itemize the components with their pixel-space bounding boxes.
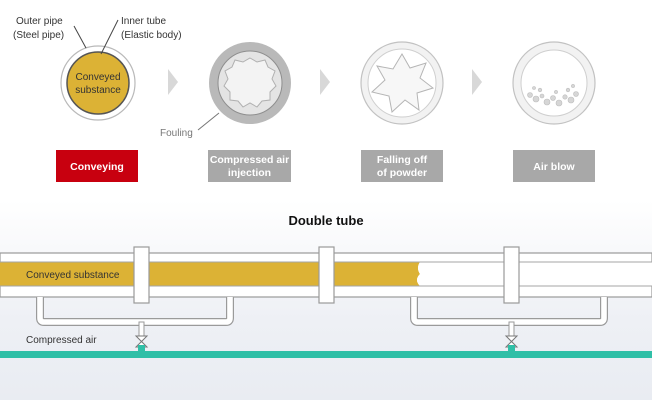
chevron-right-icon (472, 69, 482, 95)
pipe-flange (318, 246, 335, 304)
pipe-flange (503, 246, 520, 304)
cross-section-air-injection: Fouling (160, 42, 291, 139)
chevron-right-icon (168, 69, 178, 95)
step-label-line2: injection (228, 167, 271, 179)
cross-section-falling-off (360, 41, 444, 125)
fouling-leader (197, 112, 220, 131)
inner-tube-label-line1: Inner tube (121, 16, 166, 27)
powder-debris (527, 84, 579, 107)
inflated-inner-tube (223, 57, 277, 108)
step-box (361, 150, 443, 182)
step-conveying: Conveying (56, 150, 138, 182)
step-box (513, 150, 595, 182)
conveyed-label-line1: Conveyed (75, 72, 120, 83)
inner-tube-callout: Inner tube (Elastic body) (100, 16, 182, 55)
conveyed-substance-label: Conveyed substance (26, 270, 120, 281)
step-box (208, 150, 291, 182)
step-air-blow: Air blow (513, 150, 595, 182)
step-label-line2: of powder (377, 167, 427, 179)
compressed-air-label: Compressed air (26, 335, 97, 346)
step-compressed-air-injection: Compressed air injection (208, 150, 291, 182)
cross-section-air-blow (512, 41, 596, 125)
cross-section-conveying: Conveyed substance (60, 45, 136, 121)
outer-pipe-label-line1: Outer pipe (16, 16, 63, 27)
inner-tube-label-line2: (Elastic body) (121, 30, 182, 41)
outer-pipe-callout: Outer pipe (Steel pipe) (13, 16, 87, 49)
compressed-air-line (0, 351, 652, 358)
air-line-tee (508, 345, 515, 352)
inner-tube-leader (100, 19, 119, 55)
outer-pipe-label-line2: (Steel pipe) (13, 30, 64, 41)
chevron-right-icon (320, 69, 330, 95)
powder-falling-off (370, 53, 435, 113)
conveyed-label-line2: substance (75, 85, 121, 96)
pipe-flange (133, 246, 150, 304)
cleaned-inner-tube (417, 262, 652, 286)
conveyed-substance-flow (0, 262, 420, 286)
outer-pipe-leader (73, 25, 87, 49)
inner-tube-bore (520, 49, 588, 117)
air-line-tee (138, 345, 145, 352)
step-label: Air blow (533, 161, 575, 173)
step-label-line1: Compressed air (210, 154, 289, 166)
step-label: Conveying (70, 161, 124, 173)
step-label-line1: Falling off (377, 154, 428, 166)
step-box (56, 150, 138, 182)
inner-tube-with-substance (66, 51, 130, 115)
step-falling-off-of-powder: Falling off of powder (361, 150, 443, 182)
fouling-label: Fouling (160, 128, 193, 139)
diagram-title: Double tube (288, 213, 363, 228)
